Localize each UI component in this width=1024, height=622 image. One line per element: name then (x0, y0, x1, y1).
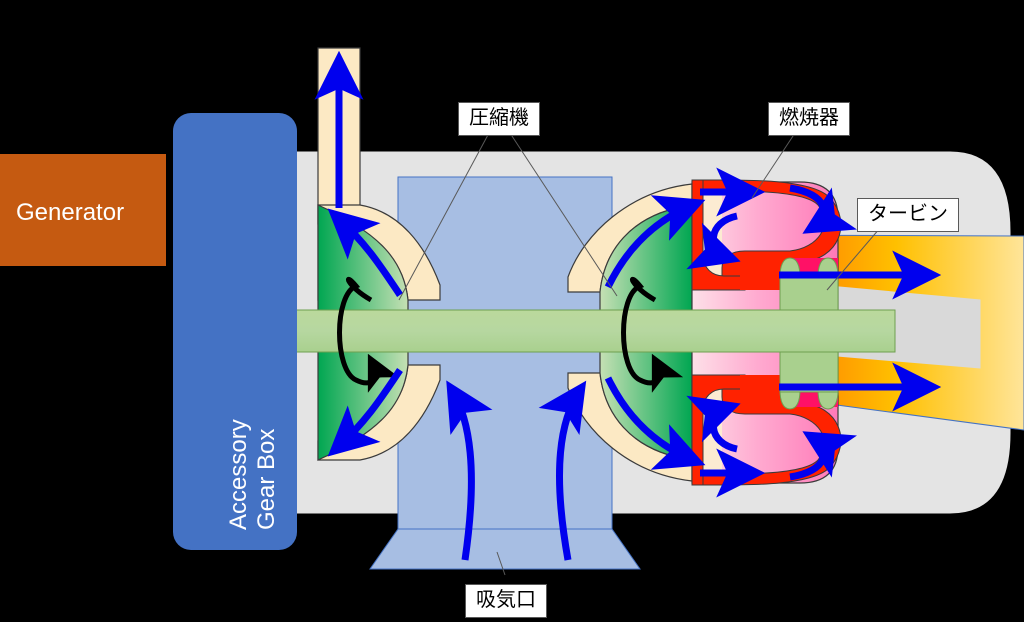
combustor-swirl-top-inner (686, 212, 741, 270)
leader-combustor (751, 132, 796, 199)
leader-turbine (826, 227, 881, 291)
compressor-right-out-up (604, 195, 706, 289)
compressor-left-out-down (327, 368, 403, 457)
accessory-gear-box-label-line1: Accessory (225, 419, 252, 530)
callout-compressor: 圧縮機 (458, 102, 540, 136)
generator-label: Generator (16, 199, 125, 226)
combustor-swirl-bottom-outer (789, 431, 858, 481)
accessory-gear-box-label-line2: Gear Box (253, 428, 280, 530)
leader-compressor-right (509, 132, 618, 297)
compressor-left-out-up (327, 208, 403, 297)
compressor-right-out-down (604, 376, 706, 470)
rotation-indicators (337, 276, 684, 393)
leader-compressor-left (398, 132, 490, 301)
flow-arrows (314, 50, 942, 561)
intake-arrow-right (538, 380, 587, 561)
callout-leader-lines (234, 114, 881, 576)
leader-air-intake (496, 551, 506, 576)
callout-turbine: タービン (857, 198, 959, 232)
main-shaft (284, 309, 896, 353)
intake-arrow-left (446, 380, 493, 561)
combustor-swirl-bottom-inner (686, 395, 741, 453)
callout-combustor: 燃焼器 (768, 102, 850, 136)
callout-air-intake: 吸気口 (465, 584, 547, 618)
generator-block[interactable] (0, 154, 166, 266)
combustor-swirl-top-outer (789, 184, 858, 234)
accessory-gear-box-block[interactable] (173, 113, 297, 550)
